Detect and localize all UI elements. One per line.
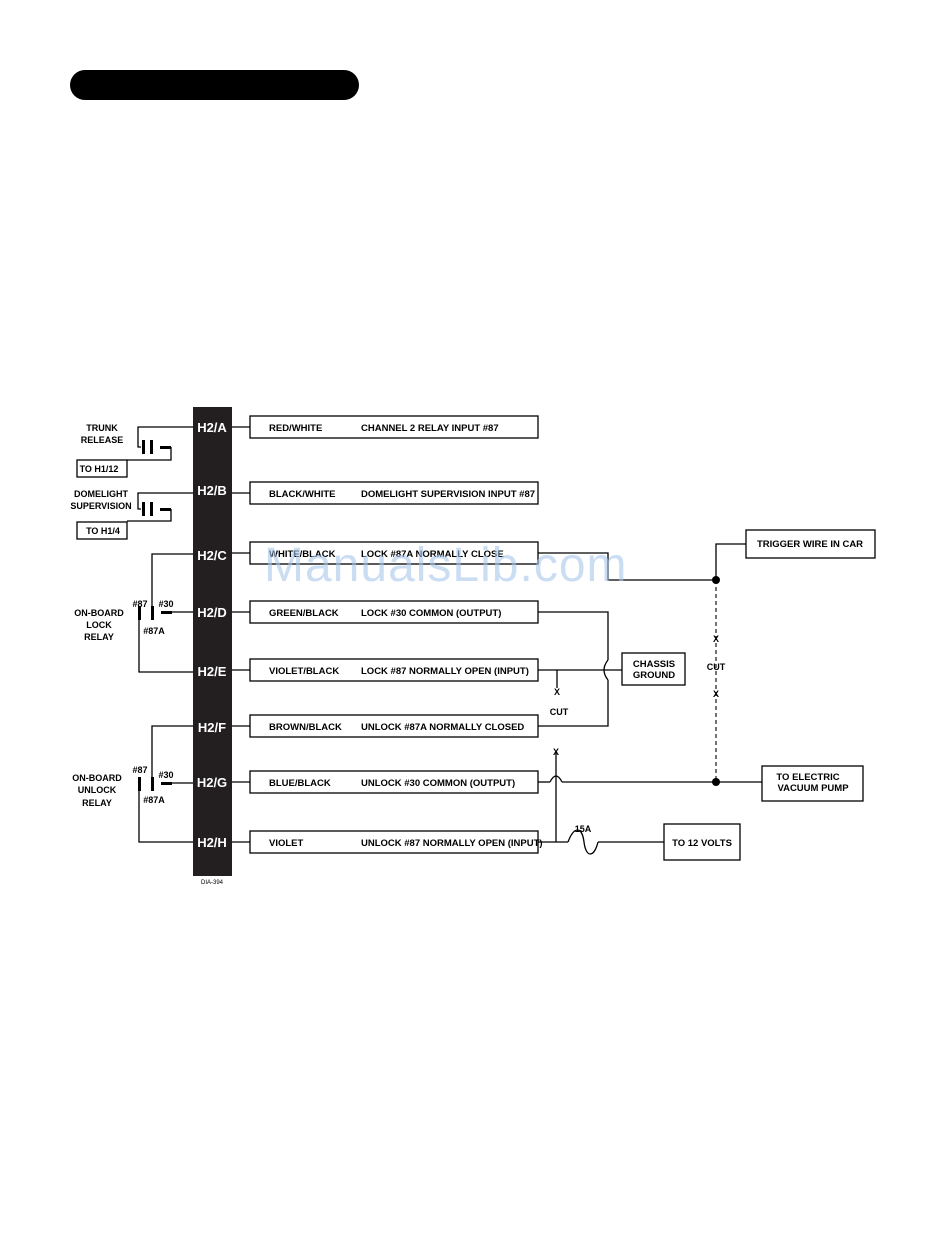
- relay-term-87: #87: [132, 765, 147, 775]
- pin-label: H2/C: [197, 548, 227, 563]
- vacuum-pump-label: TO ELECTRIC: [776, 772, 839, 783]
- cut-label: CUT: [707, 662, 726, 672]
- to-h1-12-label: TO H1/12: [80, 464, 119, 474]
- relay-term-30: #30: [158, 770, 173, 780]
- twelve-volts-box: [663, 823, 741, 861]
- section-header-bar: [70, 70, 359, 100]
- trunk-release-label: RELEASE: [81, 435, 124, 445]
- lock-relay-label: RELAY: [84, 632, 114, 642]
- wire-box: [249, 481, 539, 505]
- chassis-ground-label: GROUND: [633, 670, 675, 681]
- twelve-volts-label: TO 12 VOLTS: [672, 838, 732, 849]
- vacuum-pump-label: VACUUM PUMP: [777, 783, 849, 794]
- diagram-id: DIA-394: [201, 880, 224, 886]
- pin-label: H2/G: [197, 775, 227, 790]
- wire-function: CHANNEL 2 RELAY INPUT #87: [361, 423, 499, 434]
- wire-function: UNLOCK #87A NORMALLY CLOSED: [361, 722, 524, 733]
- wire-function: UNLOCK #87 NORMALLY OPEN (INPUT): [361, 838, 543, 849]
- wire-color: VIOLET/BLACK: [269, 666, 339, 677]
- relay-term-87a: #87A: [143, 795, 165, 805]
- wire-color: BLACK/WHITE: [269, 489, 336, 500]
- wire-color: BROWN/BLACK: [269, 722, 342, 733]
- wire-color: BLUE/BLACK: [269, 778, 331, 789]
- switch-icon: [142, 440, 171, 454]
- domelight-label: DOMELIGHT: [74, 489, 128, 499]
- to-h1-4-box: [76, 521, 128, 540]
- trunk-release-label: TRUNK: [86, 423, 118, 433]
- relay-term-87: #87: [132, 599, 147, 609]
- to-h1-12-box: [76, 459, 128, 478]
- junction-dot: [712, 778, 720, 786]
- chassis-ground-label: CHASSIS: [633, 659, 675, 670]
- trigger-wire-box: [745, 529, 876, 559]
- vacuum-pump-box: [761, 765, 864, 802]
- cut-label: CUT: [550, 707, 569, 717]
- pin-label: H2/F: [198, 720, 226, 735]
- pin-label: H2/B: [197, 483, 227, 498]
- relay-term-87a: #87A: [143, 626, 165, 636]
- fuse-label: 15A: [575, 824, 592, 834]
- trigger-wire-label: TRIGGER WIRE IN CAR: [757, 539, 863, 550]
- wire-function: LOCK #87A NORMALLY CLOSE: [361, 549, 504, 560]
- unlock-relay-label: RELAY: [82, 798, 112, 808]
- pin-label: H2/D: [197, 605, 227, 620]
- h2-connector-strip: [193, 407, 232, 876]
- lock-relay-label: ON-BOARD: [74, 608, 124, 618]
- wire-function: LOCK #87 NORMALLY OPEN (INPUT): [361, 666, 529, 677]
- relay-term-30: #30: [158, 599, 173, 609]
- chassis-ground-box: [621, 652, 686, 686]
- wire-function: DOMELIGHT SUPERVISION INPUT #87: [361, 489, 535, 500]
- cut-x-mark: X: [553, 747, 559, 757]
- wire-color: RED/WHITE: [269, 423, 322, 434]
- wire-color: GREEN/BLACK: [269, 608, 339, 619]
- cut-x-mark: X: [554, 687, 560, 697]
- lock-relay-symbol: [138, 606, 172, 620]
- pin-label: H2/H: [197, 835, 227, 850]
- to-h1-4-label: TO H1/4: [86, 526, 120, 536]
- unlock-relay-symbol: [138, 777, 172, 791]
- switch-icon: [142, 502, 171, 516]
- wire-color: VIOLET: [269, 838, 304, 849]
- domelight-label: SUPERVISION: [70, 501, 131, 511]
- pin-label: H2/A: [197, 420, 227, 435]
- unlock-relay-label: UNLOCK: [78, 785, 117, 795]
- pin-label: H2/E: [198, 664, 227, 679]
- wire-function: LOCK #30 COMMON (OUTPUT): [361, 608, 501, 619]
- cut-x-mark: X: [713, 689, 719, 699]
- wire-function: UNLOCK #30 COMMON (OUTPUT): [361, 778, 515, 789]
- unlock-relay-label: ON-BOARD: [72, 773, 122, 783]
- wire-color: WHITE/BLACK: [269, 549, 336, 560]
- lock-relay-label: LOCK: [86, 620, 112, 630]
- junction-dot: [712, 576, 720, 584]
- cut-x-mark: X: [713, 634, 719, 644]
- wire-box: [249, 415, 539, 439]
